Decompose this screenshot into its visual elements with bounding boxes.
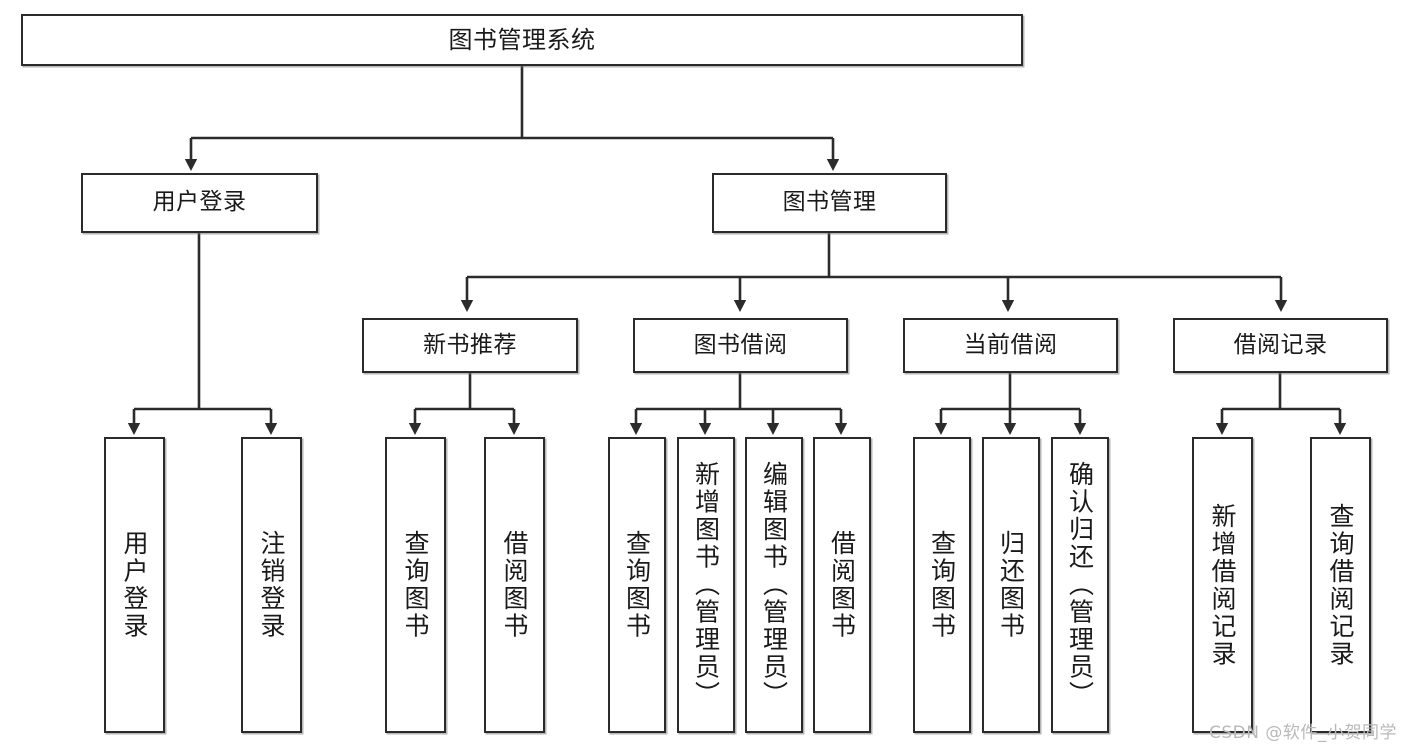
node-borrow-record[interactable]: 借阅记录 [1173,318,1388,373]
leaf-query-book-new[interactable]: 查询图书 [385,437,446,733]
leaf-add-borrow-record[interactable]: 新增借阅记录 [1192,437,1253,733]
leaf-return-book[interactable]: 归还图书 [982,437,1040,733]
node-label: 图书管理系统 [448,25,596,54]
node-label: 用户登录 [120,530,149,640]
leaf-borrow-book[interactable]: 借阅图书 [813,437,871,733]
leaf-confirm-return-admin[interactable]: 确认归还（管理员） [1051,437,1109,733]
leaf-query-book-borrow[interactable]: 查询图书 [608,437,666,733]
node-new-book-recommend[interactable]: 新书推荐 [362,318,578,373]
leaf-user-login[interactable]: 用户登录 [104,437,165,733]
node-label: 新增借阅记录 [1208,502,1237,668]
leaf-borrow-book-new[interactable]: 借阅图书 [484,437,545,733]
node-label: 查询图书 [401,530,430,640]
node-label: 图书借阅 [693,331,788,358]
leaf-add-book-admin[interactable]: 新增图书（管理员） [677,437,735,733]
node-current-borrow[interactable]: 当前借阅 [903,318,1118,373]
node-book-borrow[interactable]: 图书借阅 [633,318,848,373]
leaf-edit-book-admin[interactable]: 编辑图书（管理员） [745,437,803,733]
node-label: 借阅图书 [827,530,857,640]
leaf-query-book-current[interactable]: 查询图书 [913,437,971,733]
csdn-watermark: CSDN @软件_小贺同学 [1208,723,1397,743]
leaf-query-borrow-record[interactable]: 查询借阅记录 [1310,437,1371,733]
node-label: 查询图书 [927,530,957,640]
node-label: 当前借阅 [963,331,1058,358]
node-label: 借阅记录 [1233,331,1328,358]
node-label: 新增图书（管理员） [691,461,721,709]
node-label: 图书管理 [782,189,877,216]
node-label: 注销登录 [257,530,286,640]
node-label: 确认归还（管理员） [1065,461,1095,709]
node-label: 借阅图书 [500,530,529,640]
node-label: 归还图书 [996,530,1026,640]
node-label: 查询图书 [622,530,652,640]
node-label: 新书推荐 [423,331,517,358]
node-root-system[interactable]: 图书管理系统 [21,14,1023,66]
node-label: 用户登录 [152,189,247,216]
node-label: 编辑图书（管理员） [759,461,789,709]
node-book-management[interactable]: 图书管理 [712,173,947,233]
leaf-user-logout[interactable]: 注销登录 [241,437,302,733]
node-user-login[interactable]: 用户登录 [81,173,318,233]
node-label: 查询借阅记录 [1326,502,1355,668]
